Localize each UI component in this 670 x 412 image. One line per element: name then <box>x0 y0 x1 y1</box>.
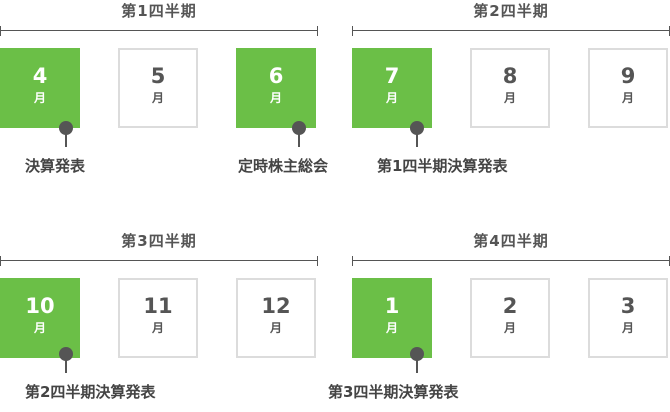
month-number: 3 <box>620 294 636 318</box>
event-marker-oct <box>59 347 73 375</box>
month-number: 1 <box>384 294 400 318</box>
month-unit: 月 <box>33 321 46 335</box>
month-number: 8 <box>502 64 518 88</box>
month-unit: 月 <box>151 91 164 105</box>
month-number: 7 <box>384 64 400 88</box>
month-box-2: 2 月 <box>470 278 550 358</box>
marker-stem <box>416 359 418 373</box>
marker-stem <box>416 133 418 147</box>
quarter-title: 第3四半期 <box>121 232 197 250</box>
quarter-1: 第1四半期 4 月 5 月 6 月 <box>0 0 318 200</box>
event-marker-jan <box>410 347 424 375</box>
marker-dot <box>410 347 424 361</box>
month-unit: 月 <box>269 321 282 335</box>
month-unit: 月 <box>33 91 46 105</box>
month-unit: 月 <box>385 91 398 105</box>
marker-stem <box>65 359 67 373</box>
quarter-4: 第4四半期 1 月 2 月 3 月 <box>352 230 670 410</box>
month-number: 10 <box>25 294 55 318</box>
month-box-4: 4 月 <box>0 48 80 128</box>
marker-dot <box>59 347 73 361</box>
month-box-9: 9 月 <box>588 48 668 128</box>
event-label-q3-earnings: 第3四半期決算発表 <box>328 383 459 401</box>
quarter-bracket <box>0 26 318 36</box>
month-box-10: 10 月 <box>0 278 80 358</box>
quarter-title: 第1四半期 <box>121 2 197 20</box>
event-label-q2-earnings: 第2四半期決算発表 <box>25 383 156 401</box>
month-unit: 月 <box>621 91 634 105</box>
month-box-6: 6 月 <box>236 48 316 128</box>
month-unit: 月 <box>151 321 164 335</box>
month-box-3: 3 月 <box>588 278 668 358</box>
marker-dot <box>410 121 424 135</box>
month-unit: 月 <box>269 91 282 105</box>
quarter-bracket <box>0 256 318 266</box>
month-number: 4 <box>32 64 48 88</box>
month-unit: 月 <box>503 321 516 335</box>
month-number: 2 <box>502 294 518 318</box>
month-box-12: 12 月 <box>236 278 316 358</box>
month-box-8: 8 月 <box>470 48 550 128</box>
event-marker-jul <box>410 121 424 149</box>
month-unit: 月 <box>621 321 634 335</box>
quarter-2: 第2四半期 7 月 8 月 9 月 <box>352 0 670 200</box>
marker-dot <box>59 121 73 135</box>
month-number: 6 <box>268 64 284 88</box>
marker-stem <box>65 133 67 147</box>
month-unit: 月 <box>503 91 516 105</box>
month-box-11: 11 月 <box>118 278 198 358</box>
month-number: 9 <box>620 64 636 88</box>
quarter-bracket <box>352 26 670 36</box>
marker-stem <box>298 133 300 147</box>
quarter-title: 第2四半期 <box>473 2 549 20</box>
quarter-3: 第3四半期 10 月 11 月 12 月 <box>0 230 318 410</box>
event-label-q1-earnings: 第1四半期決算発表 <box>377 157 508 175</box>
month-box-5: 5 月 <box>118 48 198 128</box>
month-box-7: 7 月 <box>352 48 432 128</box>
month-number: 12 <box>261 294 291 318</box>
event-marker-jun <box>292 121 306 149</box>
quarter-bracket <box>352 256 670 266</box>
month-unit: 月 <box>385 321 398 335</box>
quarter-title: 第4四半期 <box>473 232 549 250</box>
month-box-1: 1 月 <box>352 278 432 358</box>
event-marker-apr <box>59 121 73 149</box>
event-label-agm: 定時株主総会 <box>238 157 329 175</box>
month-number: 11 <box>143 294 173 318</box>
month-number: 5 <box>150 64 166 88</box>
marker-dot <box>292 121 306 135</box>
event-label-earnings: 決算発表 <box>25 157 86 175</box>
